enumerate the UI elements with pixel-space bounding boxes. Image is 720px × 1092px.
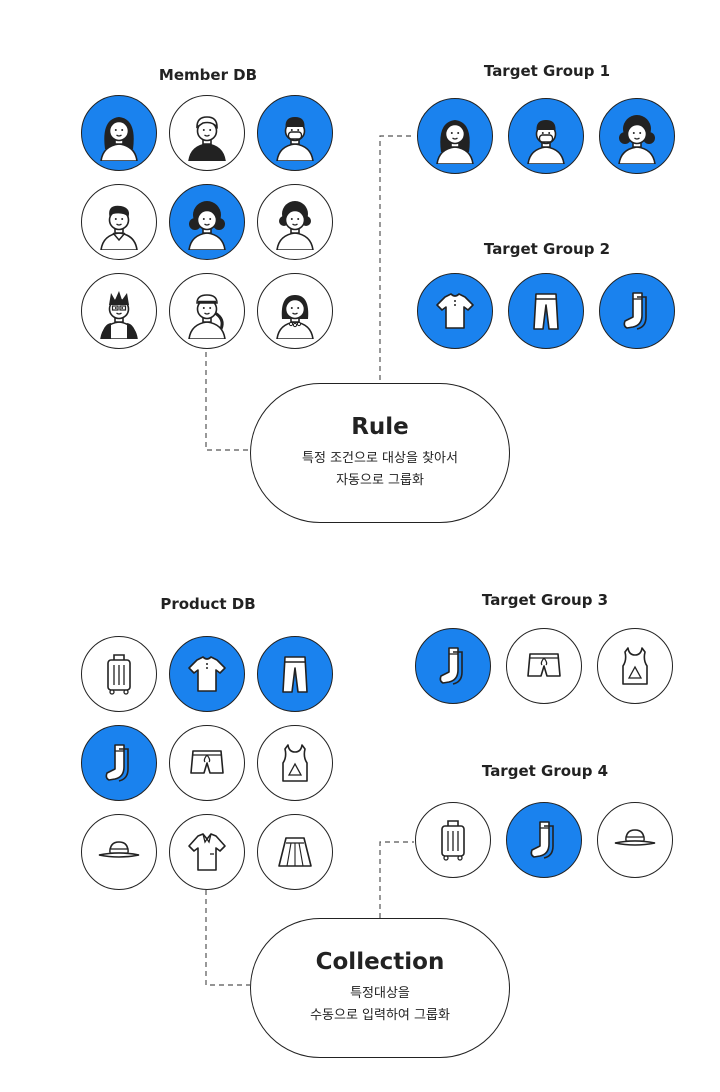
product-to-collection-connector <box>205 890 250 986</box>
man-glasses-circle <box>81 273 157 349</box>
collection-box: Collection 특정대상을 수동으로 입력하여 그룹화 <box>250 918 510 1058</box>
polo-shirt-circle <box>169 814 245 890</box>
socks-circle <box>415 628 491 704</box>
man-mask-circle <box>257 95 333 171</box>
woman-long-hair-circle <box>81 95 157 171</box>
woman-curly-circle <box>169 184 245 260</box>
target-group-2-title: Target Group 2 <box>483 240 611 258</box>
socks-circle <box>81 725 157 801</box>
man-mask-circle <box>508 98 584 174</box>
pants-circle <box>508 273 584 349</box>
collection-description: 특정대상을 수동으로 입력하여 그룹화 <box>310 986 450 1023</box>
woman-bob-icon <box>276 295 314 339</box>
target-group-4-title: Target Group 4 <box>481 762 609 780</box>
man-icon <box>188 116 226 161</box>
hat-icon <box>614 829 656 846</box>
tshirt-icon <box>188 656 226 692</box>
shorts-icon <box>527 653 561 677</box>
hat-circle <box>81 814 157 890</box>
woman-long-hair-icon <box>100 117 138 161</box>
woman-bob-circle <box>257 273 333 349</box>
collection-to-target-connector <box>379 841 414 918</box>
socks-icon <box>530 821 554 859</box>
suitcase-circle <box>415 802 491 878</box>
target-group-1-title: Target Group 1 <box>483 62 611 80</box>
socks-circle <box>599 273 675 349</box>
hat-icon <box>98 841 140 858</box>
socks-icon <box>105 744 129 782</box>
rule-heading: Rule <box>351 414 409 440</box>
shorts-icon <box>190 750 224 774</box>
pants-icon <box>533 293 559 330</box>
woman-bandana-icon <box>188 294 226 339</box>
tank-top-circle <box>257 725 333 801</box>
collection-heading: Collection <box>315 949 445 975</box>
suitcase-circle <box>81 636 157 712</box>
man-mask-icon <box>527 120 565 164</box>
target-group-3-title: Target Group 3 <box>481 591 609 609</box>
pants-icon <box>282 656 308 693</box>
woman-long-hair-circle <box>417 98 493 174</box>
member-db-title: Member DB <box>158 66 258 84</box>
shorts-circle <box>169 725 245 801</box>
man-collar-icon <box>100 205 138 250</box>
man-circle <box>169 95 245 171</box>
tank-top-circle <box>597 628 673 704</box>
woman-bandana-circle <box>169 273 245 349</box>
skirt-circle <box>257 814 333 890</box>
man-collar-circle <box>81 184 157 260</box>
rule-description: 특정 조건으로 대상을 찾아서 자동으로 그룹화 <box>302 451 458 488</box>
pants-circle <box>257 636 333 712</box>
socks-icon <box>623 292 647 330</box>
rule-to-target-connector <box>379 135 414 380</box>
product-db-title: Product DB <box>160 595 256 613</box>
woman-curly-icon <box>188 201 226 250</box>
man-mask-icon <box>276 117 314 161</box>
socks-icon <box>439 647 463 685</box>
tshirt-circle <box>417 273 493 349</box>
hat-circle <box>597 802 673 878</box>
man-glasses-icon <box>100 291 138 339</box>
suitcase-icon <box>441 820 465 861</box>
tank-top-icon <box>282 744 308 782</box>
rule-box: Rule 특정 조건으로 대상을 찾아서 자동으로 그룹화 <box>250 383 510 523</box>
tshirt-circle <box>169 636 245 712</box>
tank-top-icon <box>622 647 648 685</box>
curly-hair-icon <box>276 201 314 250</box>
woman-long-hair-icon <box>436 120 474 164</box>
woman-curly-circle <box>599 98 675 174</box>
tshirt-icon <box>436 293 474 329</box>
woman-curly-icon <box>618 115 656 164</box>
polo-shirt-icon <box>188 833 226 871</box>
shorts-circle <box>506 628 582 704</box>
skirt-icon <box>278 837 312 867</box>
curly-hair-circle <box>257 184 333 260</box>
suitcase-icon <box>107 654 131 695</box>
socks-circle <box>506 802 582 878</box>
member-to-rule-connector <box>205 352 250 451</box>
